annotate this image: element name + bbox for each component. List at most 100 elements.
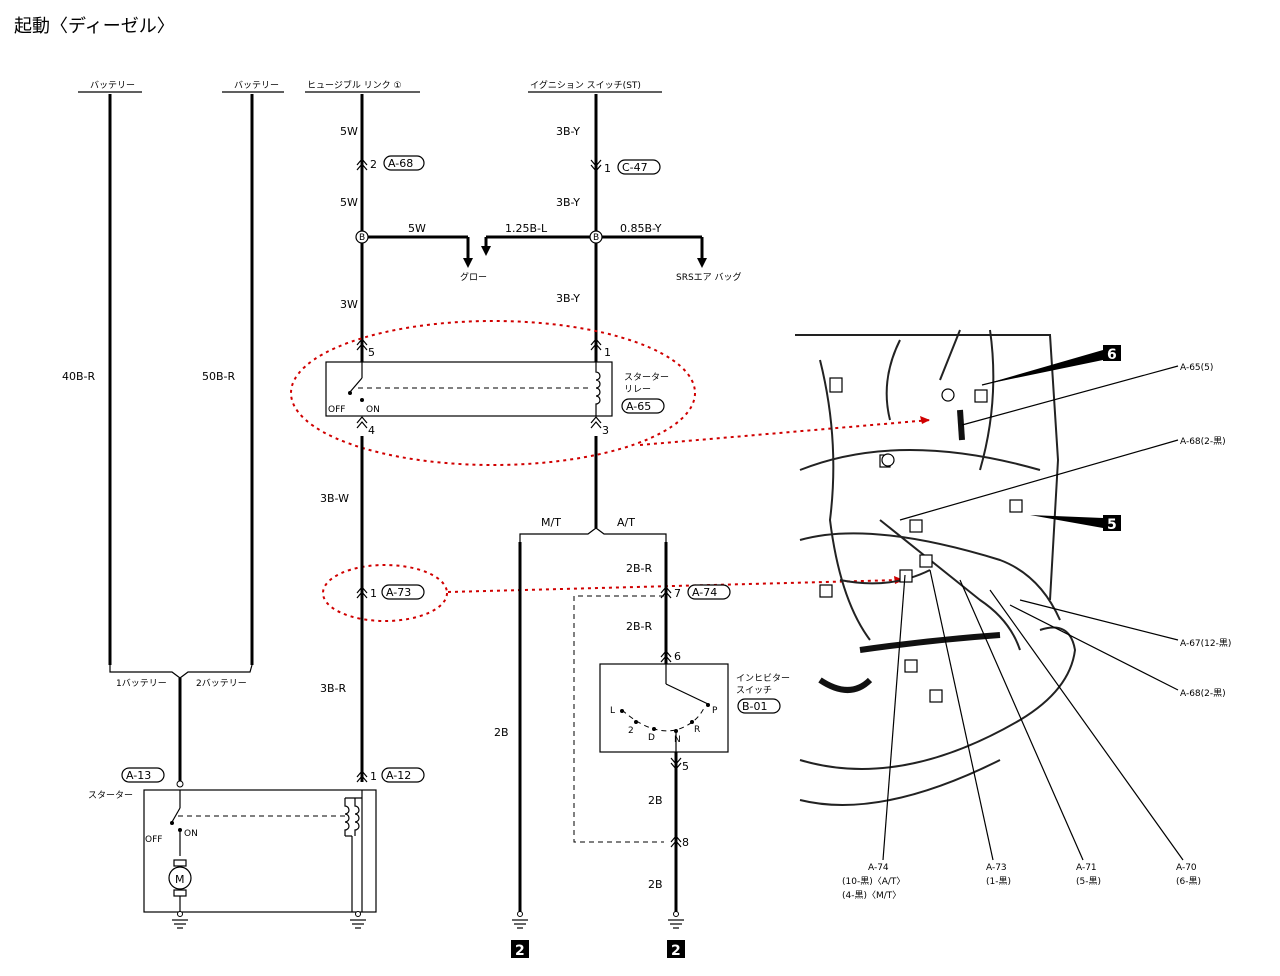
connector-a68-label: A-68 (388, 157, 413, 170)
a68-pin: 2 (370, 158, 377, 171)
wire-50br-label: 50B-R (202, 370, 236, 383)
starter-label: スターター (88, 790, 133, 801)
starter-relay-box (325, 361, 613, 417)
fusible-link-label: ヒュージブル リンク ① (307, 79, 402, 91)
label-a74-l1: A-74 (868, 863, 889, 873)
label-a68-top: A-68(2-黒) (1180, 436, 1226, 447)
relay-name-l2: リレー (624, 385, 651, 395)
splice-b-right-label: B (593, 233, 599, 243)
connector-c47 (617, 159, 661, 175)
relay-switch-contact (349, 377, 363, 393)
wire-5w-a-label: 5W (340, 125, 358, 138)
battery-join-bracket (109, 664, 253, 679)
engine-badge-6 (1103, 345, 1121, 361)
label-a70-l2: (6-黒) (1176, 876, 1201, 887)
a73-pin: 1 (370, 587, 377, 600)
pos-r: R (694, 725, 700, 735)
ground-starter-right (350, 911, 366, 929)
relay-pin3: 3 (602, 424, 609, 437)
connector-a13-label: A-13 (126, 769, 151, 782)
label-a68-bottom: A-68(2-黒) (1180, 688, 1226, 699)
starter-off: OFF (145, 835, 162, 845)
connector-arrow-a68 (356, 158, 368, 171)
pin8: 8 (682, 836, 689, 849)
engine-badge-5 (1103, 515, 1121, 531)
wire-3w-label: 3W (340, 298, 358, 311)
glow-label: グロー (460, 271, 487, 283)
pointer-a73 (447, 579, 901, 593)
label-a67: A-67(12-黒) (1180, 638, 1231, 649)
starter-motor (168, 866, 192, 890)
batt1-join-label: 1バッテリー (116, 678, 167, 689)
wire-3by-a-label: 3B-Y (556, 125, 580, 138)
wire-085by-label: 0.85B-Y (620, 222, 662, 235)
pos-p: P (712, 706, 718, 716)
pointer-relay (639, 419, 931, 446)
connector-a73-label: A-73 (386, 586, 411, 599)
wedge-6 (982, 350, 1103, 385)
engine-badge-5-label: 5 (1107, 517, 1117, 533)
relay-off: OFF (328, 405, 345, 415)
splice-b-left-label: B (359, 233, 365, 243)
label-a70-l1: A-70 (1176, 863, 1197, 873)
connector-a74-label: A-74 (692, 586, 717, 599)
relay-name-l1: スターター (624, 372, 669, 383)
connector-a74 (687, 584, 731, 600)
wire-2br-a-label: 2B-R (626, 562, 653, 575)
inhibitor-switch: L 2 D N R P インヒビター スイッチ B-01 (599, 663, 790, 753)
connector-a65-label: A-65 (626, 400, 651, 413)
ground-mt (512, 911, 528, 929)
relay-on: ON (366, 405, 380, 415)
highlight-a73 (322, 564, 448, 622)
label-a74-l2: (10-黒)〈A/T〉 (842, 876, 905, 887)
inhibitor-name-l1: インヒビター (736, 673, 790, 684)
inhibitor-pin5: 5 (682, 760, 689, 773)
srs-label: SRSエア バッグ (676, 271, 742, 283)
label-a74-l3: (4-黒)〈M/T〉 (842, 890, 901, 901)
wire-2b-mt-label: 2B (494, 726, 509, 739)
label-a73-l2: (1-黒) (986, 876, 1011, 887)
arrow-glow (463, 258, 473, 268)
page-title: 起動〈ディーゼル〉 (14, 16, 175, 37)
branch-at-label: A/T (617, 516, 635, 529)
batt2-join-label: 2バッテリー (196, 678, 247, 689)
source-fusible-link: ヒュージブル リンク ① (305, 79, 420, 93)
starter-relay: OFF ON スターター リレー A-65 (325, 361, 669, 417)
relay-pin4: 4 (368, 424, 375, 437)
wire-3by-b-label: 3B-Y (556, 196, 580, 209)
pos-n: N (674, 735, 681, 745)
wire-2br-b-label: 2B-R (626, 620, 653, 633)
label-a65-location: A-65(5) (1180, 363, 1213, 373)
connector-a68 (383, 155, 425, 171)
wire-5w-c-label: 5W (408, 222, 426, 235)
wire-3br-label: 3B-R (320, 682, 347, 695)
source-battery-2: バッテリー (222, 80, 284, 93)
wire-40br-label: 40B-R (62, 370, 96, 383)
wire-2b-b-label: 2B (648, 878, 663, 891)
starter-on: ON (184, 829, 198, 839)
inhibitor-pin6: 6 (674, 650, 681, 663)
connector-b01-label: B-01 (742, 700, 768, 713)
mt-at-bracket (519, 527, 667, 542)
a74-pin: 7 (674, 587, 681, 600)
ground-at (668, 911, 684, 929)
highlight-relay (290, 320, 696, 466)
connector-a12-label: A-12 (386, 769, 411, 782)
battery-2-label: バッテリー (234, 80, 279, 91)
relay-coil (595, 362, 601, 416)
pos-2: 2 (628, 726, 634, 736)
arrow-srs (697, 258, 707, 268)
wire-125bl-label: 1.25B-L (505, 222, 548, 235)
wire-5w-b-label: 5W (340, 196, 358, 209)
battery-1-label: バッテリー (90, 80, 135, 91)
label-a71-l1: A-71 (1076, 863, 1097, 873)
ground-badge-mt-label: 2 (515, 943, 525, 959)
label-a71-l2: (5-黒) (1076, 876, 1101, 887)
wire-3by-c-label: 3B-Y (556, 292, 580, 305)
pos-l: L (610, 706, 615, 716)
connector-a12 (381, 767, 425, 783)
connector-a13 (121, 767, 165, 783)
wedge-5 (1030, 515, 1103, 528)
connector-a73 (381, 584, 425, 600)
